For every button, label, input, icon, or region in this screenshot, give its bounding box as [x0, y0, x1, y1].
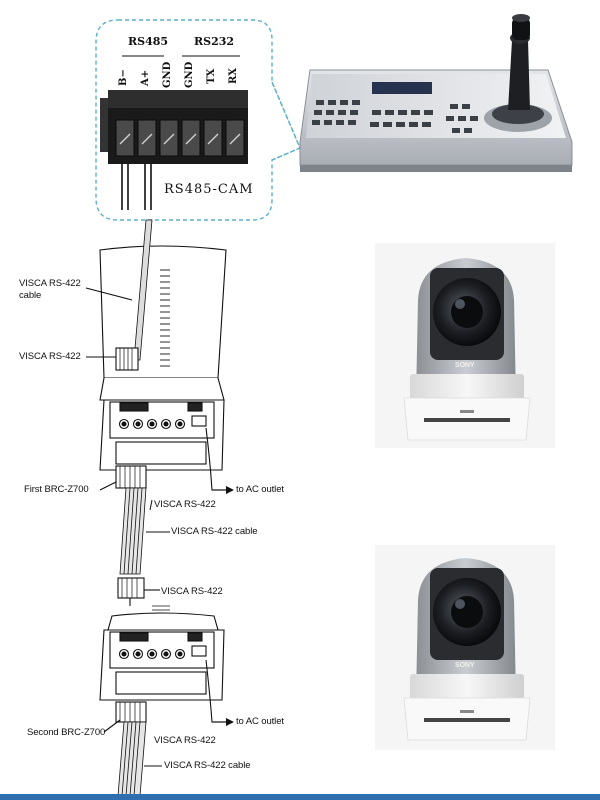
label-rs422-middle: VISCA RS-422	[161, 586, 223, 597]
camera-1-brand-logo: SONY	[455, 362, 475, 369]
terminal-block	[100, 90, 248, 210]
pin-label-gnd-2: GND	[184, 61, 195, 88]
camera-2-brand-logo: SONY	[455, 662, 475, 669]
label-ac-outlet-2: to AC outlet	[236, 716, 284, 727]
connector-caption: RS485-CAM	[164, 182, 254, 197]
label-rs422-out-1: VISCA RS-422	[154, 499, 216, 510]
pin-label-a-plus: A+	[140, 69, 151, 86]
label-ac-outlet-1: to AC outlet	[236, 484, 284, 495]
label-rs422-top: VISCA RS-422	[19, 351, 81, 362]
rs485-group-label: RS485	[128, 35, 169, 48]
rs422-cable-middle	[119, 487, 170, 575]
rs232-group-label: RS232	[194, 35, 235, 48]
rs422-cable-bottom	[117, 721, 162, 797]
ac-arrow-2	[212, 718, 234, 726]
connector-callout	[95, 19, 301, 221]
pin-label-gnd-1: GND	[162, 61, 173, 88]
label-second-camera: Second BRC-Z700	[27, 727, 106, 738]
ac-arrow-1	[212, 486, 234, 494]
label-first-camera: First BRC-Z700	[24, 484, 89, 495]
pin-label-b-minus: B−	[118, 69, 129, 86]
bottom-bar	[0, 794, 600, 800]
label-cable-middle: VISCA RS-422 cable	[171, 526, 258, 537]
label-cable-top: VISCA RS-422 cable	[19, 278, 81, 301]
label-cable-bottom: VISCA RS-422 cable	[164, 760, 251, 771]
camera-photo-2	[375, 545, 555, 750]
camera-photo-1	[375, 243, 555, 448]
label-rs422-out-2: VISCA RS-422	[154, 735, 216, 746]
pin-label-rx: RX	[228, 67, 239, 84]
ptz-keyboard-controller	[299, 14, 573, 172]
second-camera-drawing	[99, 577, 225, 733]
pin-label-tx: TX	[206, 68, 217, 84]
first-camera-drawing	[85, 219, 227, 491]
